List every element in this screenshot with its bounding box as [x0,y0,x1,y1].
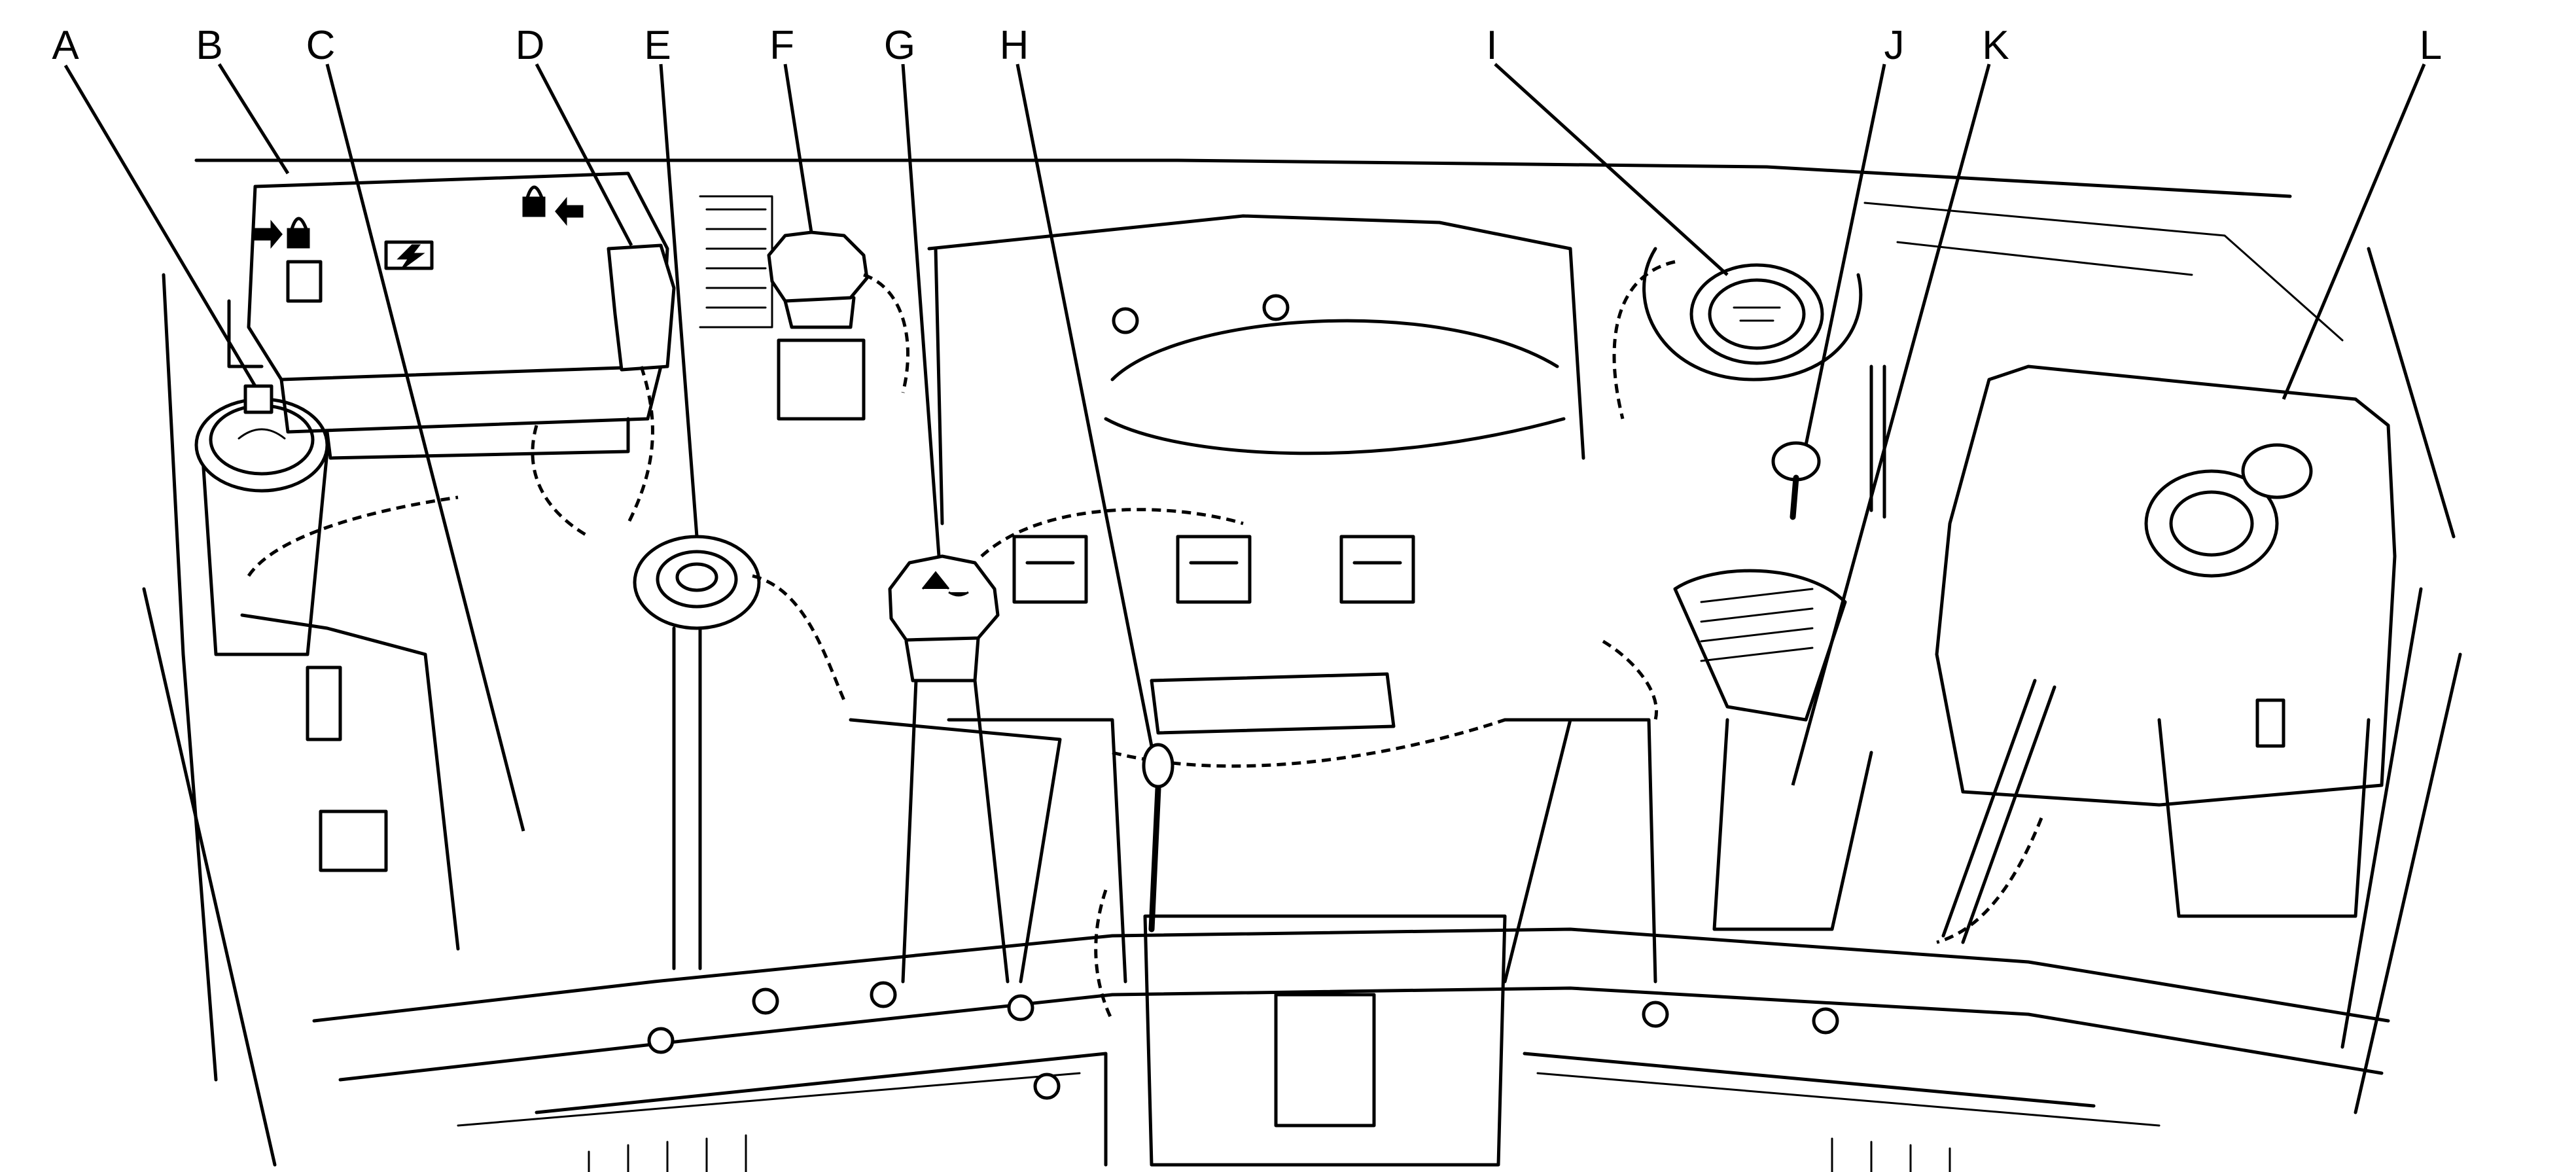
callout-labels: A B C D E F G H I J K L [52,23,2442,68]
leader-g [901,63,941,557]
power-steering-fluid-cap [767,230,909,421]
battery [1935,364,2397,944]
washer-fluid-reservoir [194,384,329,656]
leader-d [535,63,633,247]
leader-i [1494,63,1729,276]
callout-c: C [306,23,336,68]
leader-c [325,63,525,832]
callout-d: D [516,23,545,68]
transmission-fluid-dipstick [1771,364,1886,520]
callout-a: A [52,23,79,68]
engine-oil-dipstick [1094,743,1174,1022]
air-intake-duct [1602,569,1873,931]
ignition-coils [1012,535,1415,604]
body-structure [142,158,2462,1172]
underhood-fuse-block [227,171,669,460]
callout-f: F [769,23,794,68]
engine-block [647,214,1839,1167]
engine-coolant-cap [888,554,1010,984]
leader-j [1804,63,1886,446]
callout-h: H [1000,23,1029,68]
left-strut-tower [240,495,460,951]
leader-f [783,63,813,233]
leader-l [2282,63,2426,400]
bolts [647,294,1839,1100]
leader-a [63,64,257,387]
leader-k [1791,63,1991,786]
callout-g: G [884,23,915,68]
upper-reservoir-cap [1612,247,1863,419]
leader-h [1015,63,1154,747]
callout-k: K [1982,23,2009,68]
brake-fluid-reservoir-cap [633,535,846,970]
leader-lines [63,63,2426,832]
leader-e [659,63,699,537]
callout-i: I [1486,23,1497,68]
callout-l: L [2420,23,2442,68]
callout-e: E [644,23,671,68]
callout-b: B [196,23,222,68]
grille-slats [588,1134,1951,1172]
leader-b [217,63,290,175]
callout-j: J [1884,23,1905,68]
